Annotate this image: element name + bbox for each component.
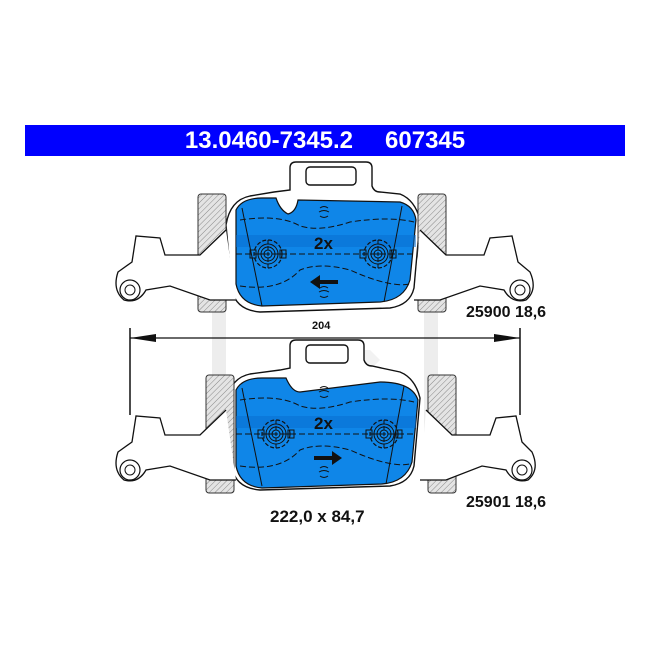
bottom-left-arm — [115, 409, 236, 482]
bottom-pad-qty: 2x — [314, 414, 333, 433]
part-number: 13.0460-7345.2 — [184, 126, 354, 154]
dimension-204 — [129, 328, 521, 415]
top-right-arm — [414, 229, 534, 302]
bottom-pad-assembly — [115, 339, 536, 494]
header-bar: 13.0460-7345.2 607345 — [25, 125, 625, 156]
top-pad-wva-code: 25900 18,6 — [466, 304, 547, 321]
ref-number: 607345 — [385, 126, 466, 154]
top-pad-qty: 2x — [314, 234, 333, 253]
pad-size-label: 222,0 x 84,7 — [270, 507, 365, 526]
arrow-left-icon — [310, 275, 338, 289]
bottom-right-arm — [420, 409, 536, 482]
top-left-arm — [115, 229, 236, 302]
bottom-pad-wva-code: 25901 18,6 — [466, 494, 547, 511]
top-pad-assembly — [115, 161, 534, 313]
arrow-right-icon — [314, 451, 342, 465]
dimension-width-label: 204 — [312, 320, 331, 332]
